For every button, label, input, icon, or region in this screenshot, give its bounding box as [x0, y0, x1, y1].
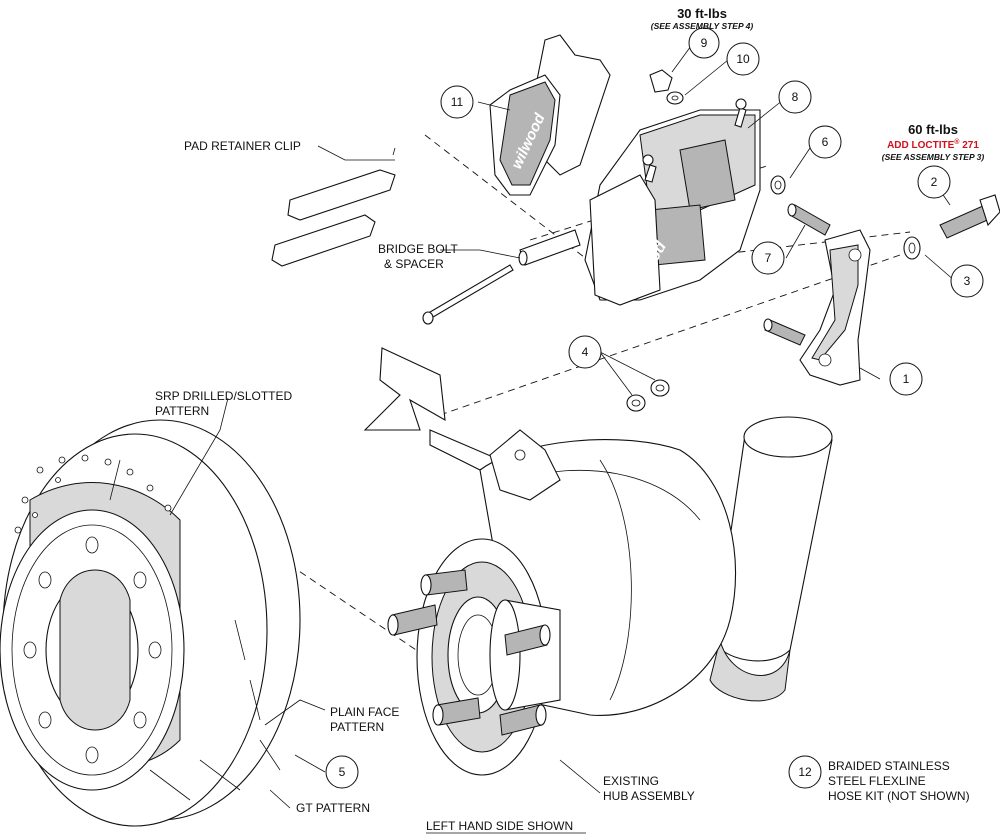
pad-retainer-clips — [271, 147, 396, 267]
srp-pattern-label-1: SRP DRILLED/SLOTTED — [155, 389, 292, 403]
svg-text:9: 9 — [701, 36, 708, 50]
svg-text:7: 7 — [765, 251, 772, 265]
shim-and-bolt — [770, 175, 831, 236]
callout-4: 4 — [568, 335, 602, 369]
plain-face-label-2: PATTERN — [330, 720, 384, 734]
spacer-washers — [626, 379, 670, 412]
hub-assembly — [387, 416, 833, 776]
svg-text:5: 5 — [339, 765, 346, 779]
callout-7: 7 — [751, 241, 785, 275]
dust-shield — [363, 347, 502, 471]
svg-text:11: 11 — [451, 95, 464, 109]
bracket-bolt-washer — [903, 194, 1000, 260]
callout-5: 5 — [325, 755, 359, 789]
svg-text:4: 4 — [582, 345, 589, 359]
callout-12: 12 — [788, 755, 822, 789]
existing-hub-label-2: HUB ASSEMBLY — [603, 789, 695, 803]
callout-1: 1 — [889, 362, 923, 396]
torque-caliper-bolts: 30 ft-lbs — [677, 6, 727, 21]
leader-lines — [169, 45, 956, 809]
bridge-bolt-label-2: & SPACER — [384, 257, 444, 271]
callout-6: 6 — [808, 125, 842, 159]
torque-bracket-note: (SEE ASSEMBLY STEP 3) — [882, 152, 985, 162]
plain-face-label-1: PLAIN FACE — [330, 705, 399, 719]
caliper: wilwood wilwood — [584, 98, 761, 306]
srp-pattern-label-2: PATTERN — [155, 404, 209, 418]
callout-3: 3 — [950, 264, 984, 298]
gt-pattern-label: GT PATTERN — [296, 801, 370, 815]
svg-text:1: 1 — [903, 372, 910, 386]
svg-text:2: 2 — [931, 175, 938, 189]
brake-rotor — [0, 419, 301, 827]
mounting-bracket — [763, 229, 871, 386]
flexline-label-3: HOSE KIT (NOT SHOWN) — [828, 789, 970, 803]
rotor-drill-holes — [14, 454, 172, 534]
rotor-lug-holes — [23, 536, 162, 764]
svg-text:6: 6 — [822, 135, 829, 149]
callout-8: 8 — [778, 80, 812, 114]
torque-bracket-bolts: 60 ft-lbs — [908, 122, 958, 137]
existing-hub-label-1: EXISTING — [603, 774, 659, 788]
svg-text:10: 10 — [736, 52, 750, 66]
callout-11: 11 — [440, 85, 474, 119]
brake-pads: wilwood — [489, 34, 611, 196]
pad-retainer-clip-label: PAD RETAINER CLIP — [184, 139, 301, 153]
callout-9: 9 — [688, 27, 720, 59]
bridge-bolt-label-1: BRIDGE BOLT — [378, 242, 458, 256]
flexline-label-1: BRAIDED STAINLESS — [828, 759, 950, 773]
torque-caliper-note: (SEE ASSEMBLY STEP 4) — [651, 21, 754, 31]
svg-text:3: 3 — [964, 274, 971, 288]
callout-2: 2 — [917, 165, 951, 199]
loctite-note: ADD LOCTITE® 271 — [887, 138, 979, 151]
svg-text:8: 8 — [792, 90, 799, 104]
flexline-label-2: STEEL FLEXLINE — [828, 774, 926, 788]
svg-text:12: 12 — [798, 765, 812, 779]
wheel-studs — [387, 569, 551, 736]
callout-10: 10 — [726, 42, 760, 76]
footer-side-note: LEFT HAND SIDE SHOWN — [426, 819, 573, 833]
caliper-bolt-washer — [649, 69, 684, 105]
